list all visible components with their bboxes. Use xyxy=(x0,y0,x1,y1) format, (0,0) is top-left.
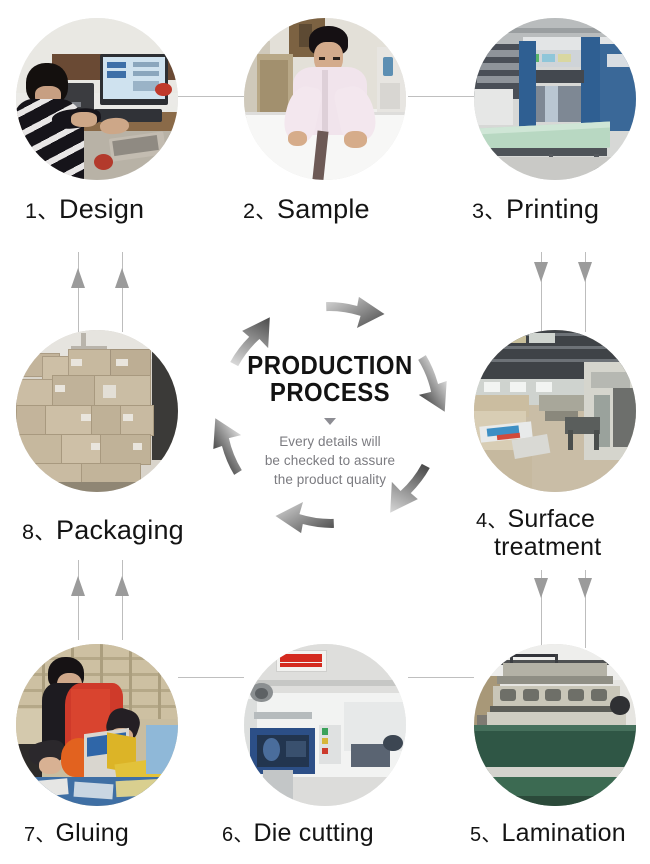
arrow-head-surface-down-a xyxy=(534,578,548,598)
step-number-7: 7 xyxy=(24,824,36,846)
step-label-die-cutting: 6、Die cutting xyxy=(222,818,374,848)
step-name-7: Gluing xyxy=(55,819,129,847)
step-label-design: 1、Design xyxy=(25,194,144,225)
step-sep-7: 、 xyxy=(35,824,56,846)
cycle-arrows-icon xyxy=(213,296,447,534)
photo-design xyxy=(16,18,178,180)
step-sep-6: 、 xyxy=(233,824,254,846)
connector-design-to-sample xyxy=(178,96,244,97)
arrow-shaft-gluing-up-b xyxy=(122,560,123,640)
arrow-head-packaging-up-b xyxy=(115,268,129,288)
title-line-2: PROCESS xyxy=(269,376,391,407)
arrow-head-gluing-up-a xyxy=(71,576,85,596)
photo-surface-treatment xyxy=(474,330,636,492)
step-number-5: 5 xyxy=(470,824,482,846)
step-name-8: Packaging xyxy=(56,515,184,545)
subtitle-line-2: be checked to assure xyxy=(264,453,396,469)
subtitle-line-3: the product quality xyxy=(273,472,387,488)
step-number-6: 6 xyxy=(222,824,234,846)
step-label-sample: 2、Sample xyxy=(243,194,370,225)
step-label-surface-treatment: 4、Surface treatment xyxy=(476,505,646,561)
step-label-printing: 3、Printing xyxy=(472,194,599,225)
arrow-head-printing-down-b xyxy=(578,262,592,282)
step-sep-5: 、 xyxy=(481,824,502,846)
production-process-title: PRODUCTION PROCESS xyxy=(215,352,445,405)
photo-sample xyxy=(244,18,406,180)
step-name-4: Surface xyxy=(507,505,596,533)
step-sep-3: 、 xyxy=(484,198,507,223)
arrow-head-packaging-up-a xyxy=(71,268,85,288)
arrow-shaft-printing-down-b xyxy=(585,252,586,332)
step-number-3: 3 xyxy=(472,198,485,223)
connector-sample-to-printing xyxy=(408,96,474,97)
step-number-1: 1 xyxy=(25,198,38,223)
step-number-8: 8 xyxy=(22,519,35,544)
arrow-head-gluing-up-b xyxy=(115,576,129,596)
step-number-2: 2 xyxy=(243,198,256,223)
center-cycle: PRODUCTION PROCESS Every details will be… xyxy=(205,290,455,540)
production-process-subtitle: Every details will be checked to assure … xyxy=(199,432,461,489)
step-number-4: 4 xyxy=(476,510,488,532)
arrow-head-printing-down-a xyxy=(534,262,548,282)
photo-die-cutting xyxy=(244,644,406,806)
step-sep-4: 、 xyxy=(487,510,508,532)
title-line-1: PRODUCTION xyxy=(247,350,413,380)
step-sep-8: 、 xyxy=(34,519,57,544)
photo-lamination xyxy=(474,644,636,806)
arrow-shaft-packaging-up-b xyxy=(122,252,123,332)
step-label-packaging: 8、Packaging xyxy=(22,515,184,546)
step-name-4-line2: treatment xyxy=(494,533,602,561)
step-name-3: Printing xyxy=(506,194,600,224)
step-name-2: Sample xyxy=(277,194,370,224)
photo-printing xyxy=(474,18,636,180)
photo-packaging xyxy=(16,330,178,492)
step-sep-2: 、 xyxy=(255,198,278,223)
step-label-lamination: 5、Lamination xyxy=(470,818,626,848)
step-name-5: Lamination xyxy=(501,819,626,847)
arrow-shaft-printing-down-a xyxy=(541,252,542,332)
arrow-shaft-packaging-up-a xyxy=(78,252,79,332)
connector-gluing-to-diecutting xyxy=(178,677,244,678)
connector-diecutting-to-lamination xyxy=(408,677,474,678)
arrow-shaft-surface-down-b xyxy=(585,570,586,648)
photo-gluing xyxy=(16,644,178,806)
arrow-shaft-gluing-up-a xyxy=(78,560,79,640)
step-name-6: Die cutting xyxy=(253,819,374,847)
subtitle-line-1: Every details will xyxy=(279,434,381,449)
arrow-shaft-surface-down-a xyxy=(541,570,542,648)
caret-down-icon xyxy=(324,418,336,425)
arrow-head-surface-down-b xyxy=(578,578,592,598)
step-sep-1: 、 xyxy=(37,198,60,223)
step-name-1: Design xyxy=(59,194,145,224)
step-label-gluing: 7、Gluing xyxy=(24,818,129,848)
